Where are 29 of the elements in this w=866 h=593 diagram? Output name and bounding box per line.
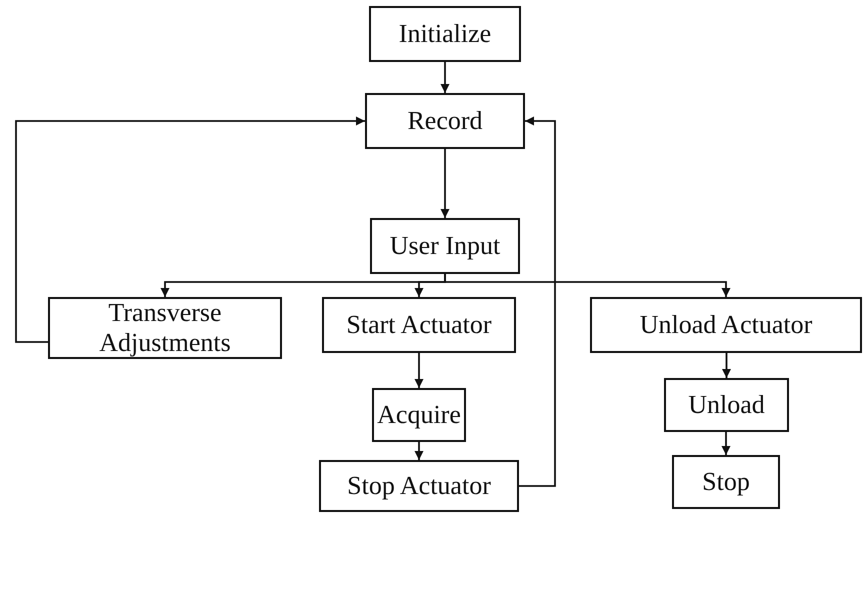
arrow: [519, 116, 556, 487]
box-label: Unload Actuator: [640, 310, 812, 340]
box-label: Stop: [702, 467, 750, 497]
process-box: [369, 6, 521, 62]
process-box: [370, 218, 520, 274]
process-box: [322, 297, 516, 353]
arrow: [722, 432, 730, 455]
arrow: [440, 62, 450, 93]
process-box: [365, 93, 525, 149]
arrow: [414, 442, 424, 460]
process-box: [672, 455, 780, 509]
box-label: User Input: [390, 231, 500, 261]
box-label: Initialize: [398, 19, 492, 49]
box-label: Unload: [688, 390, 765, 420]
box-label: Start Actuator: [346, 310, 492, 340]
arrow: [15, 116, 365, 343]
box-label: Record: [407, 106, 483, 136]
process-box: [590, 297, 862, 353]
arrow: [722, 353, 731, 378]
process-box: [48, 297, 282, 359]
box-label: Transverse Adjustments: [98, 298, 232, 358]
process-box: [319, 460, 519, 512]
box-label: Acquire: [377, 400, 461, 430]
box-label: Stop Actuator: [347, 471, 491, 501]
arrow: [444, 274, 730, 297]
process-box: [664, 378, 789, 432]
process-box: [372, 388, 466, 442]
arrow: [440, 149, 450, 218]
arrow: [414, 353, 424, 388]
